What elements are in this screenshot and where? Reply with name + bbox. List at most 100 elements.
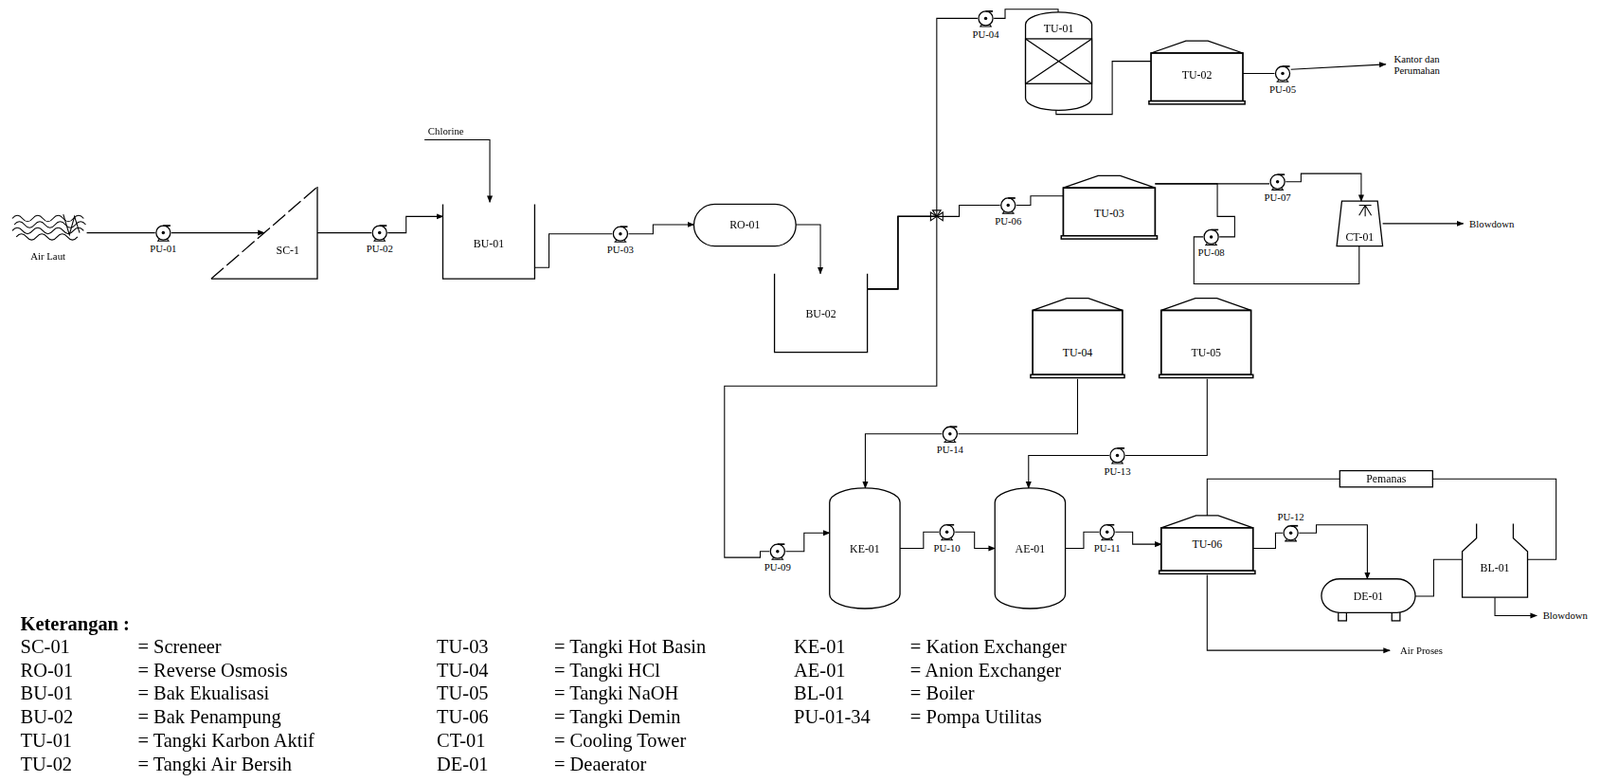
unit-tag: TU-05: [1190, 345, 1222, 359]
legend-entry: = Tangki Hot Basin: [554, 636, 706, 659]
tank-roof: [1062, 175, 1155, 188]
pump-icon: [155, 224, 172, 241]
pump-symbol: PU-13: [1109, 447, 1126, 464]
legend-entry: = Tangki NaOH: [554, 683, 679, 705]
pump-shaft: [1280, 71, 1284, 75]
equipment-unit: BU-01: [442, 203, 535, 279]
pump-discharge: [162, 224, 171, 227]
pump-tag: PU-10: [932, 541, 961, 554]
stream-label: Chlorine: [428, 125, 465, 137]
pump-icon: [1282, 524, 1299, 541]
pipe-connector: [957, 378, 1078, 434]
pipe-connector: [1242, 72, 1275, 74]
pump-symbol: PU-14: [941, 425, 958, 442]
blowdown-line: [1383, 222, 1464, 224]
equipment-unit: TU-03: [1062, 175, 1155, 240]
pipe-connector: [1125, 378, 1207, 456]
pump-casing: [942, 426, 957, 441]
tank-base: [1030, 374, 1125, 378]
pump-casing: [978, 11, 993, 26]
pump-discharge: [777, 542, 786, 545]
pump-symbol: PU-02: [371, 224, 388, 241]
legend-entry: TU-01: [20, 730, 73, 753]
equipment-unit: Pemanas: [1339, 470, 1433, 487]
pump-shaft: [1006, 203, 1010, 207]
pump-tag: PU-02: [365, 242, 395, 254]
pipe-connector: [864, 433, 942, 488]
blowdown-line: [1494, 596, 1537, 615]
equipment-unit: BL-01: [1462, 523, 1529, 598]
tank-body: [1150, 53, 1243, 102]
equipment-unit: DE-01: [1321, 578, 1416, 621]
unit-tag: AE-01: [1015, 541, 1046, 555]
legend-heading: Keterangan :: [20, 613, 130, 636]
legend-entry: AE-01: [793, 659, 846, 682]
legend-entry: = Screneer: [137, 636, 221, 659]
bed-cross: [1025, 38, 1093, 84]
pump-icon: [941, 425, 958, 442]
pump-casing: [939, 524, 954, 540]
equipment-unit: AE-01: [994, 487, 1065, 609]
legend-entry: CT-01: [436, 730, 486, 753]
unit-tag: TU-02: [1182, 68, 1213, 81]
pump-icon: [1000, 197, 1017, 214]
tank-body: [1161, 309, 1252, 375]
pump-casing: [612, 226, 628, 241]
tank-base: [1159, 570, 1256, 574]
legend-entry: DE-01: [436, 754, 489, 776]
legend-entry: RO-01: [20, 659, 74, 682]
heater-box: [1339, 470, 1433, 487]
pump-symbol: PU-07: [1269, 173, 1286, 190]
pump-icon: [611, 225, 629, 242]
tank-body: [1032, 309, 1123, 375]
pump-discharge: [947, 523, 955, 526]
pump-shaft: [948, 431, 952, 435]
pump-casing: [1001, 197, 1016, 213]
pump-tag: PU-04: [970, 28, 1000, 40]
pump-discharge: [1211, 229, 1220, 232]
sea-waves: [12, 214, 87, 240]
pipe-connector: [1193, 236, 1360, 285]
stream-label: Kantor dan Perumahan: [1393, 53, 1459, 76]
unit-tag: TU-04: [1062, 345, 1094, 359]
pump-casing: [1110, 448, 1125, 463]
pump-casing: [770, 543, 785, 558]
pump-icon: [769, 542, 786, 559]
stream-label: Air Proses: [1400, 644, 1443, 656]
equipment-unit: SC-1: [211, 186, 318, 279]
pump-discharge: [986, 10, 994, 13]
equipment-unit: KE-01: [829, 487, 900, 609]
pump-shaft: [161, 231, 165, 234]
pump-shaft: [1115, 453, 1119, 457]
equipment-unit: TU-05: [1161, 298, 1252, 379]
equipment-unit: TU-04: [1032, 298, 1123, 379]
pipe-connector: [534, 233, 612, 269]
legend-entry: TU-05: [436, 683, 489, 705]
pump-icon: [1098, 523, 1115, 540]
pipe-connector: [1028, 454, 1110, 487]
pipe-connector: [867, 205, 1001, 289]
column-shell: [1025, 12, 1093, 110]
pump-symbol: PU-05: [1274, 65, 1291, 82]
pipe-connector: [317, 232, 372, 234]
screen-mesh: [211, 186, 318, 279]
basin-outline: [774, 273, 868, 353]
membrane-vessel: [693, 203, 796, 246]
pipe-connector: [1206, 478, 1340, 516]
intake-pipe: [87, 232, 156, 234]
pump-shaft: [1105, 529, 1109, 533]
boiler-shell: [1462, 523, 1529, 598]
pump-symbol: PU-10: [938, 523, 955, 540]
pump-icon: [1274, 65, 1291, 82]
tank-body: [1161, 527, 1254, 571]
unit-outline: [211, 186, 318, 279]
pipe-connector: [1154, 183, 1235, 237]
equipment-unit: TU-06: [1161, 515, 1254, 575]
pump-casing: [1275, 66, 1290, 81]
pipe-connector: [795, 224, 821, 274]
pump-icon: [938, 523, 955, 540]
legend-entry: = Tangki Demin: [554, 706, 682, 729]
stream-label: Blowdown: [1543, 610, 1588, 622]
screen-frame: [211, 186, 318, 279]
pump-symbol: PU-04: [977, 10, 994, 27]
